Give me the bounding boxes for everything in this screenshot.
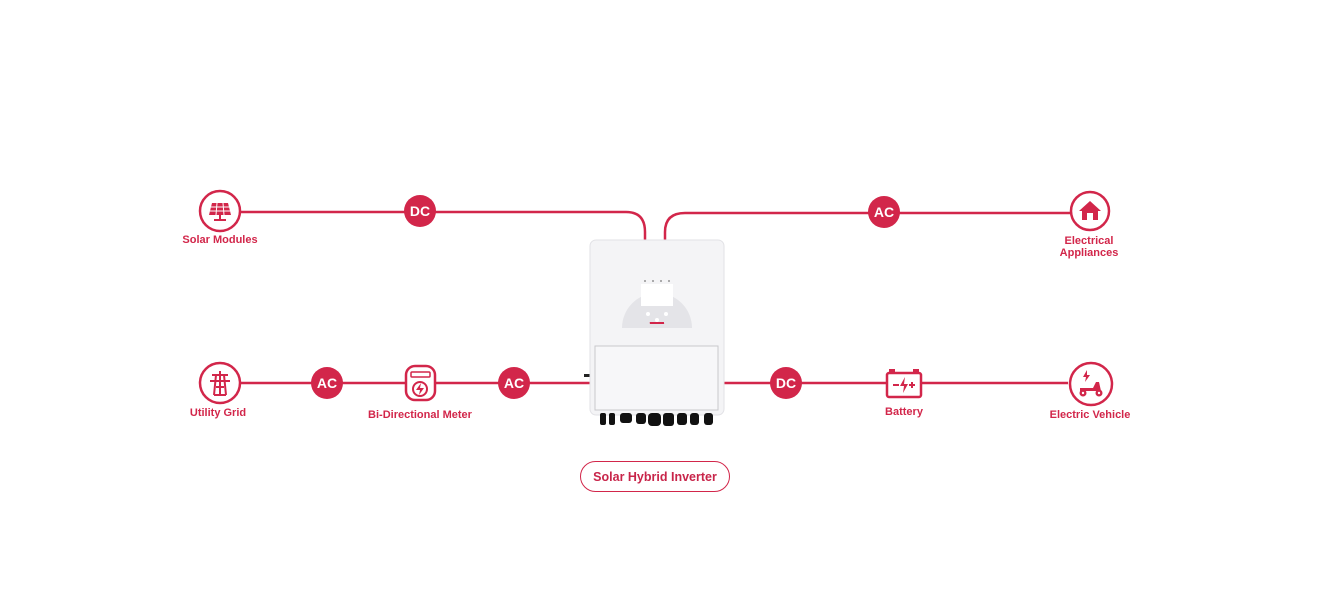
scooter-icon	[1079, 370, 1103, 397]
ac-badge-appliances: AC	[868, 196, 900, 228]
ac-badge-grid: AC	[311, 367, 343, 399]
solar-hybrid-inverter-caption: Solar Hybrid Inverter	[580, 461, 730, 492]
transmission-tower-icon	[210, 371, 230, 396]
solar-panel-icon	[209, 202, 231, 221]
line-solar-to-inverter	[240, 210, 647, 241]
meter-icon	[404, 364, 437, 402]
ac-badge-meter: AC	[498, 367, 530, 399]
line-inverter-to-appliances	[663, 211, 1070, 241]
solar-modules-label: Solar Modules	[182, 234, 258, 246]
dc-badge-solar: DC	[404, 195, 436, 227]
house-icon	[1079, 201, 1101, 220]
utility-grid-label: Utility Grid	[189, 407, 247, 419]
inverter-cover	[594, 345, 719, 411]
dc-badge-battery: DC	[770, 367, 802, 399]
inverter-graphic	[584, 239, 725, 426]
battery-icon	[885, 369, 923, 399]
electrical-appliances-label: Electrical Appliances	[1059, 235, 1119, 259]
electric-vehicle-label: Electric Vehicle	[1049, 409, 1131, 421]
inverter-brand: SINEXCEL	[649, 321, 665, 325]
inverter-cables	[600, 413, 713, 426]
electric-vehicle-node	[1068, 361, 1114, 407]
bi-directional-meter-label: Bi-Directional Meter	[368, 409, 472, 421]
battery-label: Battery	[885, 406, 923, 418]
